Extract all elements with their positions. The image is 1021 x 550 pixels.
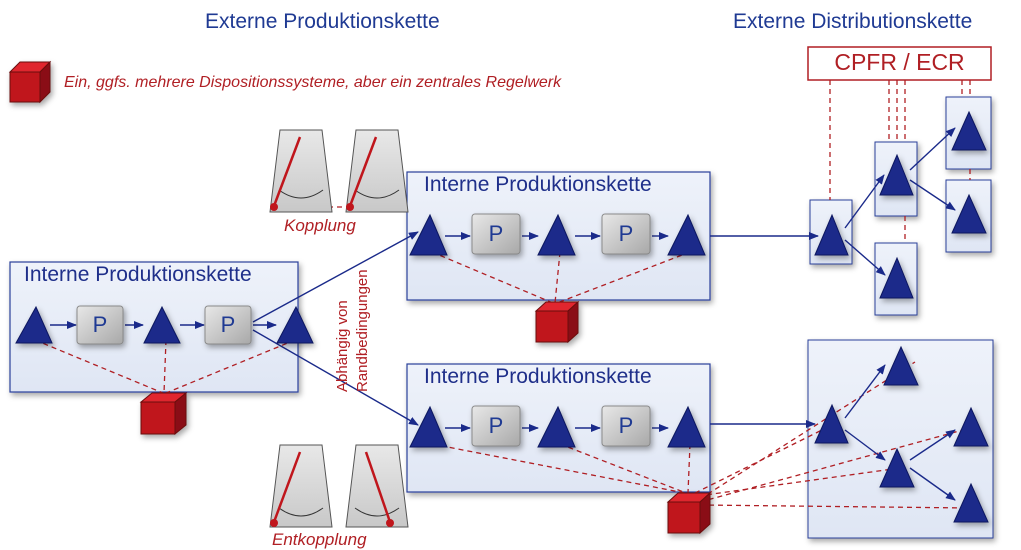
legend-text: Ein, ggfs. mehrere Dispositionssysteme, … [64, 74, 562, 91]
stock-triangle [276, 305, 314, 344]
dist-box [945, 179, 992, 253]
cpfr-label: CPFR / ECR [834, 49, 965, 75]
stock-triangle [409, 405, 448, 448]
metronome-icon [269, 444, 333, 528]
stock-triangle [667, 213, 706, 256]
red-cube-top [534, 300, 580, 344]
stock-triangle [953, 482, 989, 523]
process-box [471, 405, 521, 447]
process-box [601, 405, 651, 447]
chain-title-left: Interne Produktionskette [24, 263, 252, 286]
stock-triangle [537, 405, 576, 448]
stock-triangle [879, 256, 914, 299]
header-production: Externe Produktionskette [205, 10, 440, 33]
process-label: P [488, 221, 504, 246]
process-label: P [618, 221, 634, 246]
metronome-icon [345, 444, 409, 528]
stock-triangle [409, 213, 448, 256]
process-label: P [488, 413, 504, 438]
stock-triangle [667, 405, 706, 448]
stock-triangle [953, 406, 989, 447]
header-distribution: Externe Distributionskette [733, 10, 973, 33]
stock-triangle [814, 213, 849, 256]
stock-triangle [879, 153, 914, 196]
stock-triangle [883, 345, 919, 386]
kopplung-label: Kopplung [284, 216, 356, 235]
stock-triangle [15, 305, 53, 344]
process-label: P [92, 312, 108, 337]
entkopplung-label: Entkopplung [272, 530, 367, 549]
red-cube-legend [8, 60, 52, 104]
stock-triangle [879, 447, 915, 488]
stock-triangle [951, 110, 987, 151]
vertical-label-line1: Abhängig von [334, 300, 351, 392]
stock-triangle [951, 193, 987, 234]
red-cube-left [139, 391, 188, 436]
metronome-icon [345, 129, 409, 213]
metronome-icon [269, 129, 333, 213]
process-label: P [618, 413, 634, 438]
process-box [601, 213, 651, 255]
stock-triangle [814, 403, 849, 444]
chain-title-bottom: Interne Produktionskette [424, 365, 652, 388]
vertical-label-line2: Randbedingungen [354, 269, 371, 392]
cpfr-box [807, 46, 992, 81]
process-box [204, 305, 252, 345]
control-lines [34, 80, 971, 509]
process-box [76, 305, 124, 345]
stock-triangle [143, 305, 181, 344]
stock-triangle [537, 213, 576, 256]
chain-title-top: Interne Produktionskette [424, 173, 652, 196]
process-box [471, 213, 521, 255]
red-cube-bottom [666, 491, 712, 535]
flow-arrows [50, 127, 956, 501]
process-label: P [220, 312, 236, 337]
